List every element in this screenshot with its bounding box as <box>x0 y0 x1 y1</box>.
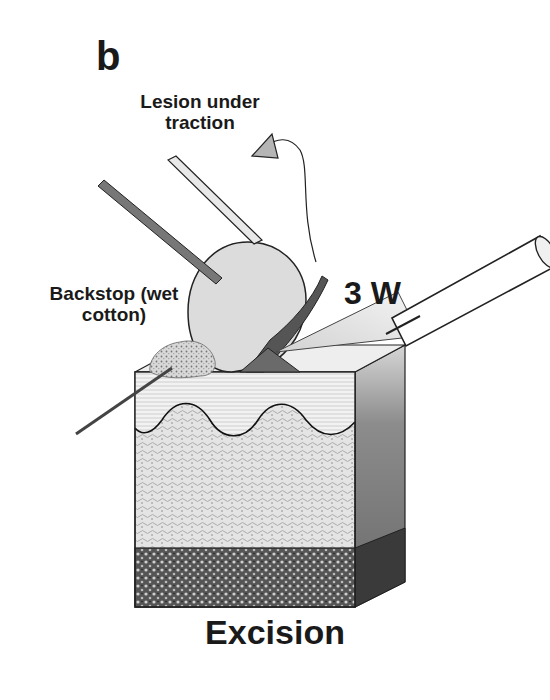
forceps-arm <box>168 156 262 244</box>
caption: Excision <box>0 614 550 651</box>
handpiece-tip <box>386 316 420 334</box>
block-outline <box>135 372 355 607</box>
backstop-stick <box>76 368 172 434</box>
epidermis <box>135 372 355 436</box>
subcutis <box>135 548 355 607</box>
block-side-fat <box>355 528 405 607</box>
backstop-label: Backstop (wet cotton) <box>28 284 200 326</box>
crater <box>240 348 300 372</box>
handpiece-end <box>531 233 550 271</box>
lesion-label: Lesion under traction <box>110 92 290 134</box>
laser-handpiece <box>392 236 550 346</box>
power-label: 3 W <box>344 276 434 311</box>
dermal-junction <box>135 404 355 436</box>
traction-arrow-head <box>252 134 278 158</box>
wet-cotton <box>150 341 215 378</box>
panel-letter: b <box>96 34 156 78</box>
block-side <box>355 345 405 607</box>
dermis <box>135 372 355 607</box>
forceps-arm <box>98 180 222 284</box>
